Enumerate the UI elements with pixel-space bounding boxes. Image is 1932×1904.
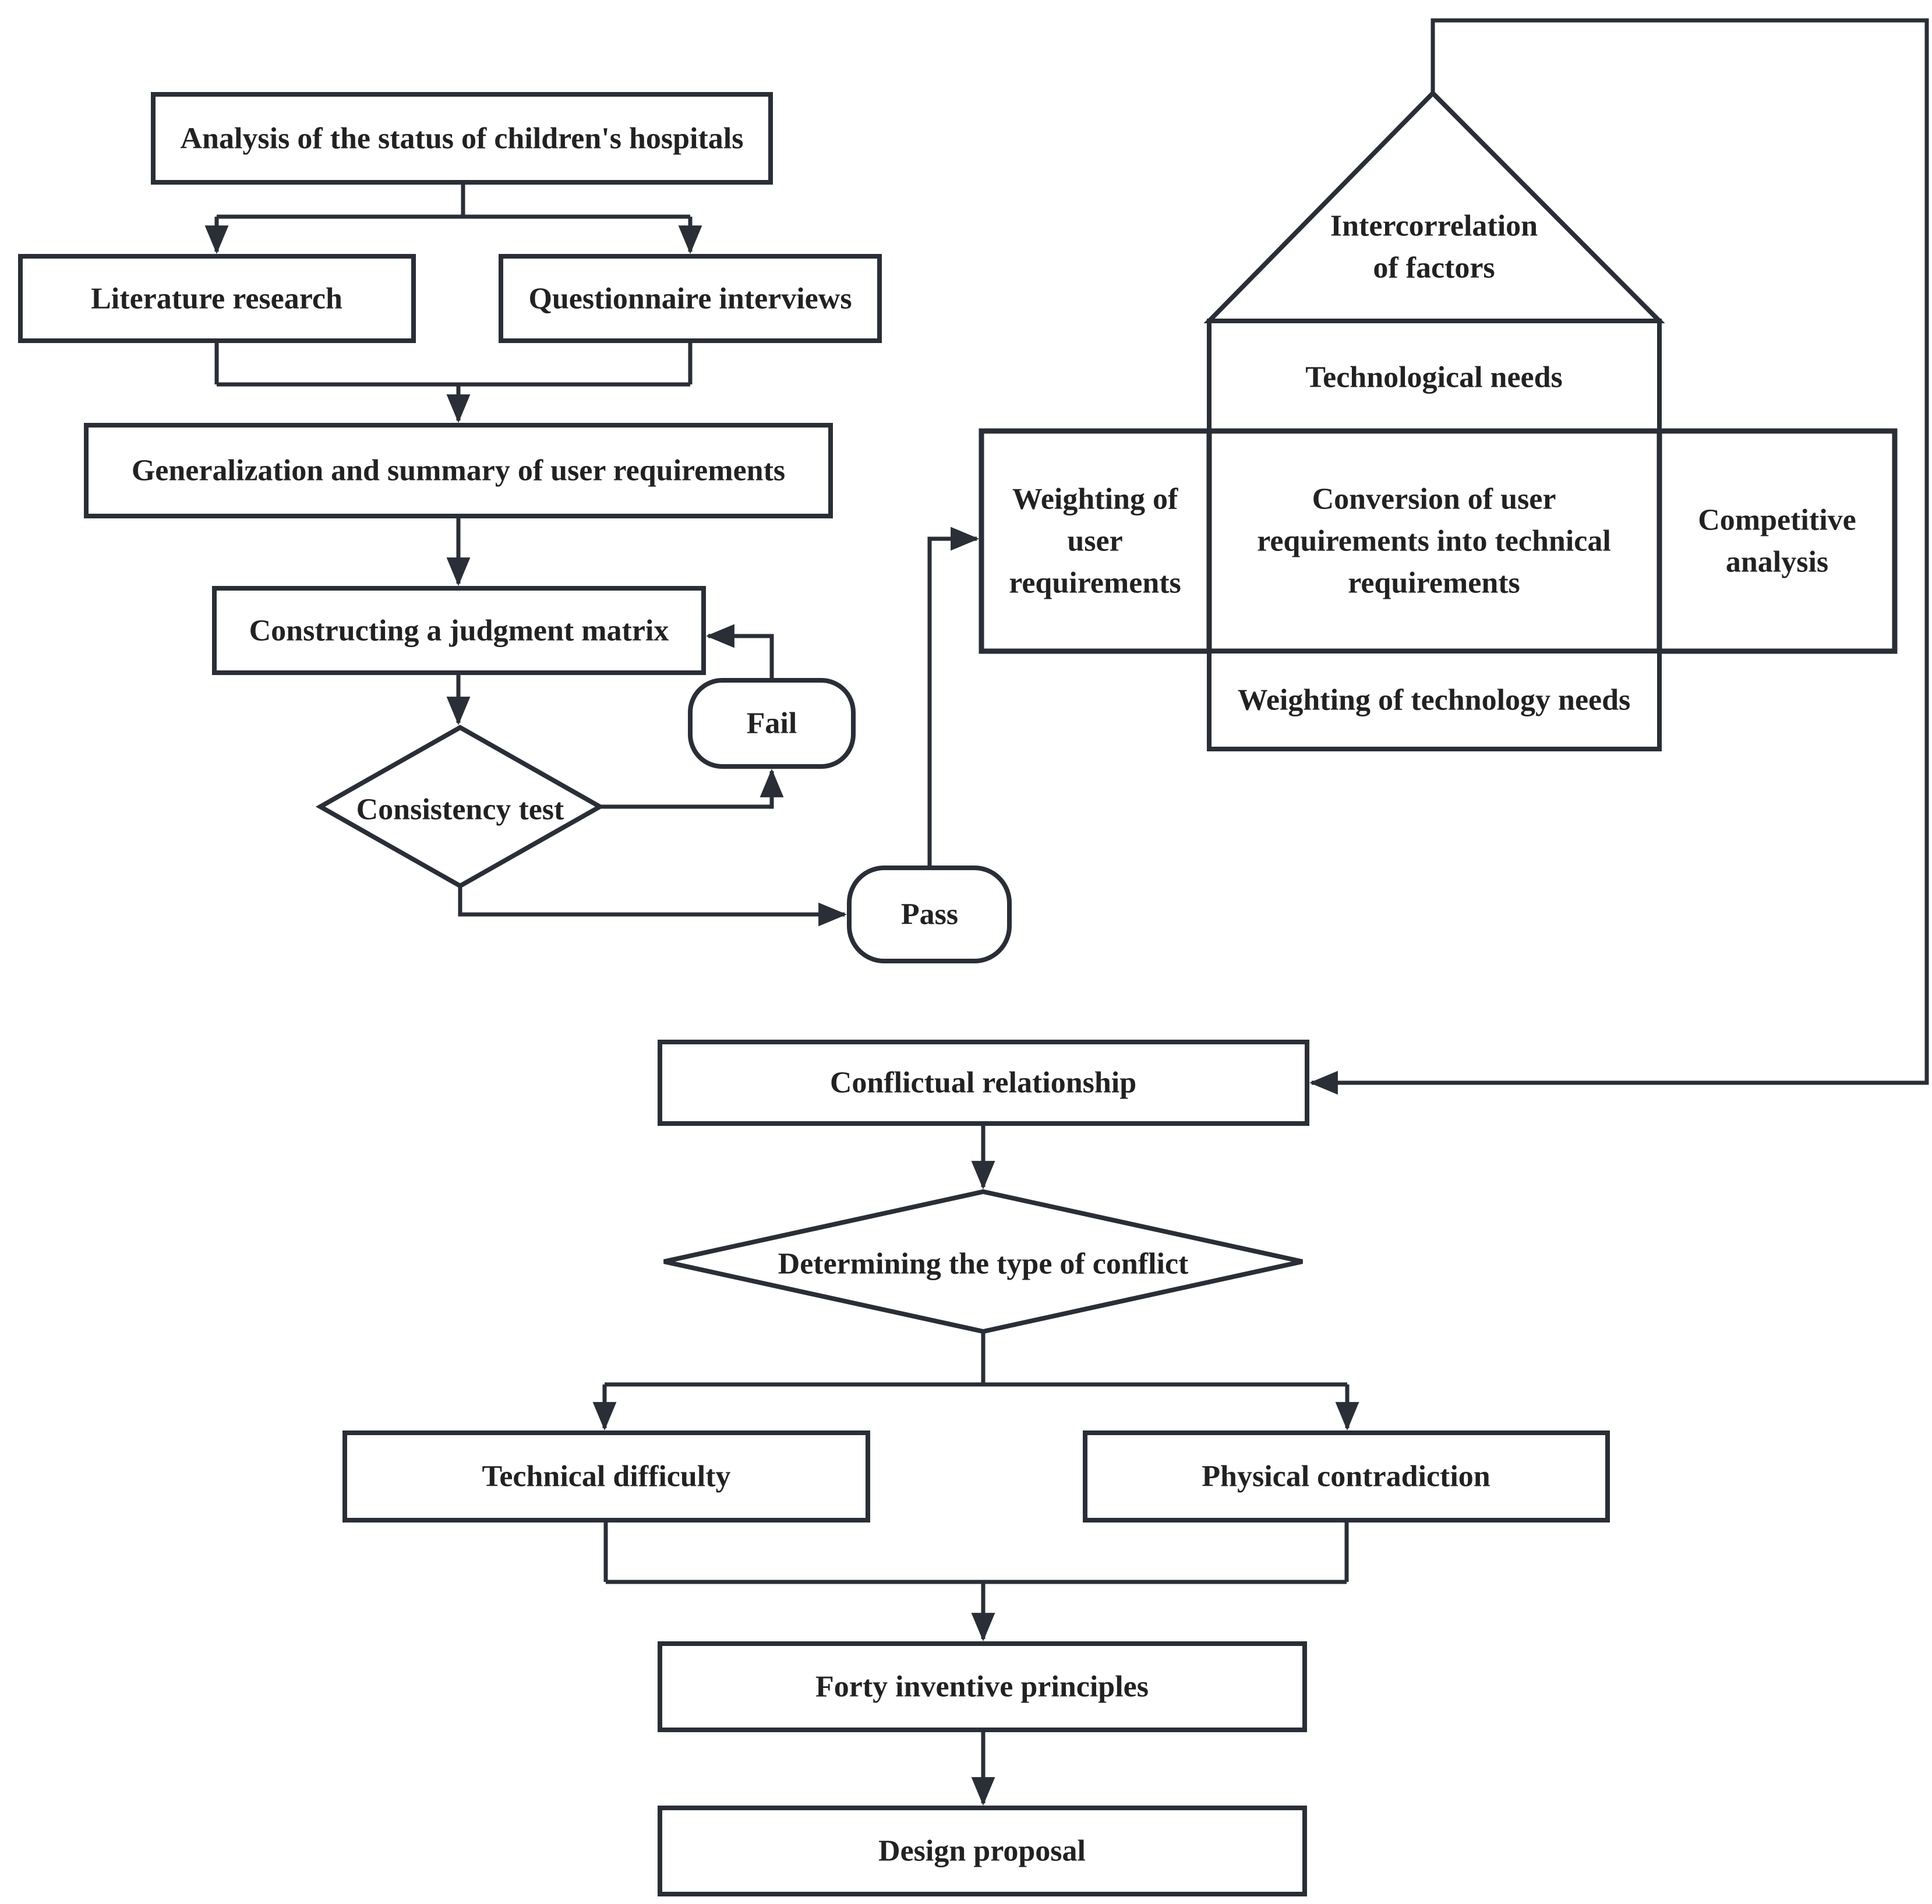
fail-terminator [688,678,856,769]
forty-label: Forty inventive principles [815,1670,1149,1704]
design-box [658,1806,1307,1896]
generalization-box [84,423,833,518]
conflictual-box [658,1040,1309,1126]
tech-needs-box [1207,319,1662,433]
conversion-line1: Conversion of user [1312,483,1556,516]
conversion-box [1206,428,1662,654]
analysis-box [151,92,773,185]
roof-triangle [1203,90,1665,323]
roof-label-line1: Intercorrelation [1330,210,1538,243]
connector-contradiction-merge [603,1520,1349,1584]
consistency-diamond [315,725,605,889]
connector-analysis-split [217,182,690,219]
questionnaire-label: Questionnaire interviews [528,282,852,316]
forty-box [658,1641,1307,1732]
arrow-pass-to-weighting-user [927,527,980,868]
connector-conflict-split [605,1331,1347,1387]
design-label: Design proposal [878,1835,1086,1868]
arrow-consistency-to-fail [600,768,784,809]
weighting-user-line2: user [1067,525,1122,558]
weighting-user-line1: Weighting of [1012,483,1178,516]
arrow-house-to-conflictual [1309,18,1929,1095]
connector-research-merge [214,341,693,387]
fail-label: Fail [747,707,797,740]
physical-box [1083,1430,1610,1523]
pass-terminator [847,866,1012,963]
determining-label: Determining the type of conflict [778,1248,1189,1281]
questionnaire-box [499,254,882,343]
conversion-line3: requirements [1348,567,1520,600]
literature-box [18,254,416,343]
weighting-user-line3: requirements [1009,567,1181,600]
constructing-label: Constructing a judgment matrix [249,614,669,648]
generalization-label: Generalization and summary of user requi… [132,454,785,488]
consistency-label: Consistency test [356,793,564,826]
technical-label: Technical difficulty [482,1460,730,1493]
pass-label: Pass [901,898,958,931]
competitive-line1: Competitive [1698,504,1856,537]
technical-box [342,1430,870,1523]
competitive-line2: analysis [1726,546,1828,579]
conversion-line2: requirements into technical [1257,525,1611,558]
determining-diamond [663,1189,1303,1334]
tech-needs-label: Technological needs [1305,361,1563,394]
physical-label: Physical contradiction [1202,1460,1490,1493]
conflictual-label: Conflictual relationship [830,1066,1136,1100]
analysis-label: Analysis of the status of children's hos… [181,122,744,156]
weighting-user-box [979,428,1212,654]
roof-label-line2: of factors [1373,252,1495,285]
weighting-tech-label: Weighting of technology needs [1238,684,1631,717]
literature-label: Literature research [91,282,342,316]
weighting-tech-box [1207,649,1662,751]
competitive-box [1656,428,1898,654]
arrow-consistency-to-pass [458,886,847,927]
constructing-box [212,586,706,675]
arrow-fail-to-constructing [705,624,774,680]
